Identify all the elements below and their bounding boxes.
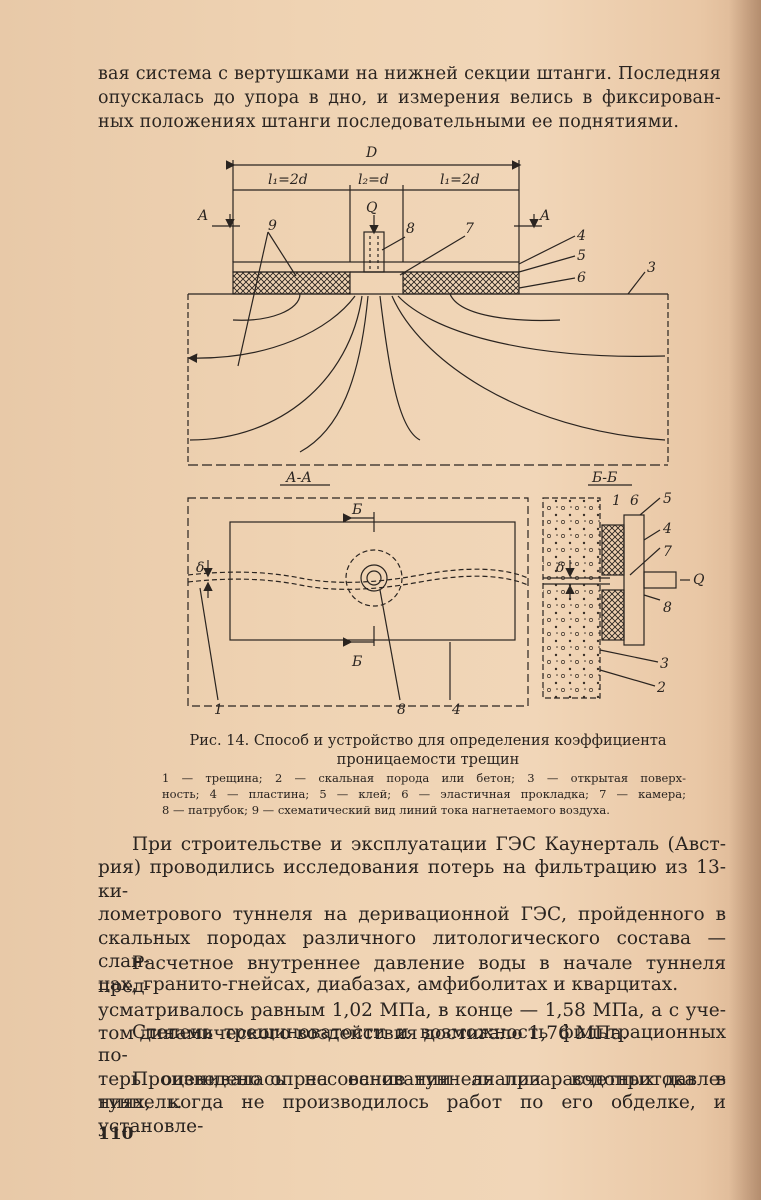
section-B-top-label: Б xyxy=(351,502,362,518)
text-line: опускалась до упора в дно, и измерения в… xyxy=(98,88,721,108)
page-number: 110 xyxy=(98,1124,134,1144)
label-7-bb: 7 xyxy=(663,544,672,560)
paragraph-fracturing: Степень трещиноватости и возможность фил… xyxy=(98,1021,726,1115)
top-paragraph: вая система с вертушками на нижней секци… xyxy=(98,62,721,134)
legend-line: ность; 4 — пластина; 5 — клей; 6 — эласт… xyxy=(162,787,686,801)
paragraph-pressure-test: Произведено опрессование туннеля при рас… xyxy=(98,1068,726,1138)
label-6-bb: 6 xyxy=(630,493,639,509)
text-line: При строительстве и эксплуатации ГЭС Кау… xyxy=(132,834,726,855)
section-B-bottom-label: Б xyxy=(351,654,362,670)
label-9: 9 xyxy=(268,218,277,234)
paragraph-pressure: Расчетное внутреннее давление воды в нач… xyxy=(98,952,726,1046)
dim-l1-right-label: l₁=2d xyxy=(440,172,480,188)
text-line: скальных породах различного литологическ… xyxy=(98,927,726,973)
text-line: вая система с вертушками на нижней секци… xyxy=(98,64,721,84)
caption-line: Рис. 14. Способ и устройство для определ… xyxy=(189,733,667,749)
section-BB-title: Б-Б xyxy=(591,470,617,486)
section-A-left-label: A xyxy=(196,208,208,224)
section-A-right-label: A xyxy=(538,208,550,224)
label-3-top: 3 xyxy=(647,260,656,276)
text-line: Произведено опрессование туннеля при рас… xyxy=(132,1069,726,1090)
label-5-top: 5 xyxy=(577,248,586,264)
text-line: терь оценивалась на основании анализа во… xyxy=(98,1068,726,1114)
text-line: усматривалось равным 1,02 МПа, в конце —… xyxy=(98,999,726,1021)
figure-caption-title: Рис. 14. Способ и устройство для определ… xyxy=(172,732,684,770)
figure-legend: 1 — трещина; 2 — скальная порода или бет… xyxy=(162,770,686,818)
flow-Q-bb-label: Q xyxy=(693,572,705,588)
section-AA-title: А-А xyxy=(285,470,312,486)
dim-l2-label: l₂=d xyxy=(358,172,389,188)
text-line: Степень трещиноватости и возможность фил… xyxy=(98,1022,726,1067)
caption-line: проницаемости трещин xyxy=(336,752,520,768)
label-8-aa: 8 xyxy=(397,702,406,718)
text-line: Расчетное внутреннее давление воды в нач… xyxy=(98,953,726,998)
label-2-bb: 2 xyxy=(656,680,666,696)
label-3-bb: 3 xyxy=(660,656,669,672)
dim-D-label: D xyxy=(365,145,377,161)
label-4-top: 4 xyxy=(576,228,586,244)
page-edge-shadow xyxy=(729,0,761,1200)
label-4-bb: 4 xyxy=(662,521,672,537)
delta-label-aa: δ xyxy=(196,560,204,576)
paragraph-kaunertal: При строительстве и эксплуатации ГЭС Кау… xyxy=(98,833,726,997)
text-line: ниях, когда не производилось работ по ег… xyxy=(98,1092,726,1137)
label-5-bb: 5 xyxy=(663,491,672,507)
label-1-aa: 1 xyxy=(214,702,223,718)
label-1-bb: 1 xyxy=(612,493,621,509)
text-line: цах, гранито-гнейсах, диабазах, амфиболи… xyxy=(98,974,679,996)
delta-label-bb: δ xyxy=(556,560,564,576)
legend-line: 8 — патрубок; 9 — схематический вид лини… xyxy=(162,803,610,817)
label-6-top: 6 xyxy=(577,270,586,286)
text-line: лометрового туннеля на деривационной ГЭС… xyxy=(98,904,726,926)
text-line: рия) проводились исследования потерь на … xyxy=(98,857,726,902)
legend-line: 1 — трещина; 2 — скальная порода или бет… xyxy=(162,771,686,785)
text-line: том динамического воздействия достигало … xyxy=(98,1023,628,1045)
flow-Q-label: Q xyxy=(366,200,378,216)
label-8-top: 8 xyxy=(406,221,415,237)
dim-l1-left-label: l₁=2d xyxy=(268,172,308,188)
label-7-top: 7 xyxy=(465,221,474,237)
text-line: ных положениях штанги последовательными … xyxy=(98,112,680,132)
label-8-bb: 8 xyxy=(663,600,672,616)
label-4-aa: 4 xyxy=(451,702,461,718)
